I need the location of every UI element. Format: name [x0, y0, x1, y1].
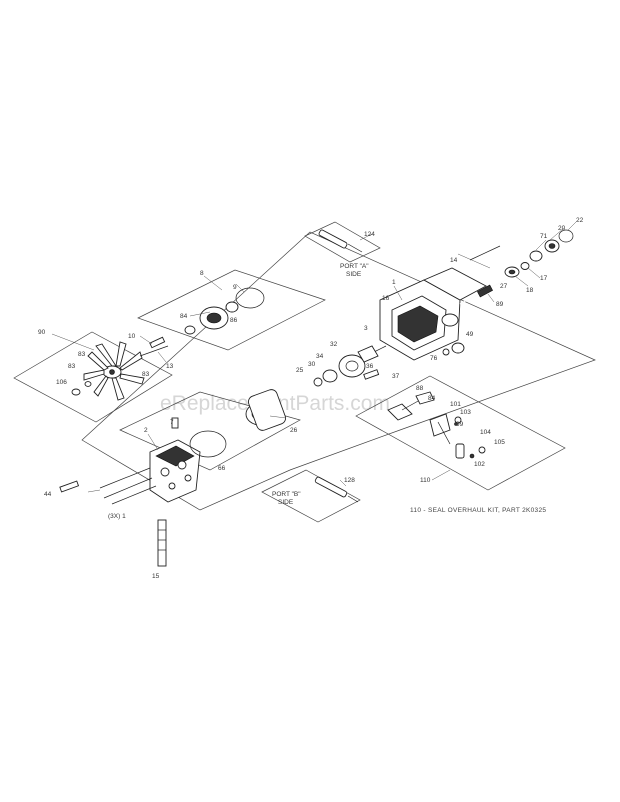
callout-13: 13: [166, 363, 174, 370]
callout-66: 66: [218, 465, 226, 472]
callout-128: 128: [344, 477, 355, 484]
svg-text:SIDE: SIDE: [346, 271, 362, 278]
callout-88: 88: [416, 385, 424, 392]
group-outline-bypass: [355, 375, 566, 491]
bypass-arm-part: [387, 391, 486, 459]
callout-8: 8: [200, 270, 204, 277]
group-outline-check-valve-b: [261, 469, 361, 523]
callout-7: 7: [170, 419, 174, 426]
check-valve-a-part: [318, 229, 363, 253]
callout-16: 16: [382, 295, 390, 302]
callout-99: 99: [456, 421, 464, 428]
group-outline-pump-block: [137, 269, 326, 351]
callout-37: 37: [392, 373, 400, 380]
callout-86: 86: [230, 317, 238, 324]
svg-text:PORT "A": PORT "A": [340, 263, 369, 270]
callout-90: 90: [38, 329, 46, 336]
callout-84-b: 84: [428, 395, 436, 402]
callout-27: 27: [500, 283, 508, 290]
swashplate-part: [313, 342, 465, 387]
group-outline-fan: [13, 331, 173, 423]
callout-26: 26: [290, 427, 298, 434]
callout-84: 84: [180, 313, 188, 320]
callout-76: 76: [430, 355, 438, 362]
main-housing-part: [369, 267, 487, 361]
callout-15: 15: [152, 573, 160, 580]
callout-104: 104: [480, 429, 491, 436]
callout-106: 106: [56, 379, 67, 386]
svg-text:SIDE: SIDE: [278, 499, 294, 506]
callout-2: 2: [144, 427, 148, 434]
callout-17: 17: [540, 275, 548, 282]
callout-10: 10: [128, 333, 136, 340]
callout-20: 20: [558, 225, 566, 232]
callout-14: 14: [450, 257, 458, 264]
callout-101: 101: [450, 401, 461, 408]
callout-labels: 124 8 9 84 86 10 13 90 83 83 83 106 7 2 …: [38, 217, 584, 580]
callout-89: 89: [496, 301, 504, 308]
port-a-label: PORT "A" SIDE: [340, 263, 369, 278]
group-outline-center-housing: [81, 231, 596, 511]
callout-83-b: 83: [142, 371, 150, 378]
callout-3: 3: [364, 325, 368, 332]
group-outline-check-valve-a: [304, 221, 381, 263]
callout-44: 44: [44, 491, 52, 498]
callout-105: 105: [494, 439, 505, 446]
callout-83-a: 83: [78, 351, 86, 358]
center-section-part: [59, 389, 287, 567]
callout-49: 49: [466, 331, 474, 338]
charge-pump-part: [139, 287, 265, 357]
callout-34: 34: [316, 353, 324, 360]
input-shaft-part: [459, 229, 574, 305]
port-b-label: PORT "B" SIDE: [272, 491, 301, 506]
callout-103: 103: [460, 409, 471, 416]
callout-102: 102: [474, 461, 485, 468]
callout-25: 25: [296, 367, 304, 374]
svg-text:PORT "B": PORT "B": [272, 491, 301, 498]
callout-110: 110: [420, 477, 431, 484]
cooling-fan-part: [71, 341, 145, 401]
callout-1: 1: [392, 279, 396, 286]
callout-71: 71: [540, 233, 548, 240]
callout-124: 124: [364, 231, 375, 238]
callout-9: 9: [233, 284, 237, 291]
callout-30: 30: [308, 361, 316, 368]
leader-lines: [51, 221, 577, 493]
callout-22: 22: [576, 217, 584, 224]
callout-18: 18: [526, 287, 534, 294]
callout-83-c: 83: [68, 363, 76, 370]
check-valve-b-part: [314, 476, 359, 503]
callout-36: 36: [366, 363, 374, 370]
seal-kit-note: 110 - SEAL OVERHAUL KIT, PART 2K0325: [410, 507, 546, 514]
callout-3x-1: (3X) 1: [108, 513, 126, 520]
callout-32: 32: [330, 341, 338, 348]
